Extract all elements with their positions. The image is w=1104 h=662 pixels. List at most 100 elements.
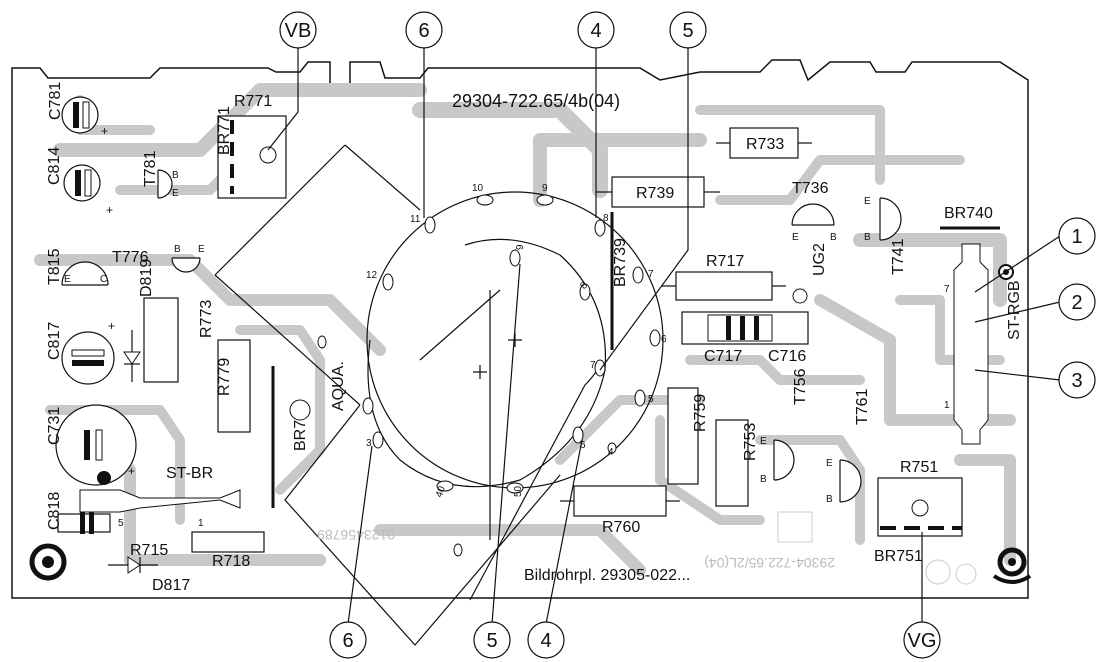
svg-text:B: B <box>760 474 767 485</box>
c814-label: C814 <box>46 147 63 185</box>
t736-transistor: E B <box>791 203 837 243</box>
t756-label: T756 <box>792 368 809 405</box>
t741-transistor: B E <box>864 196 902 243</box>
c818-capacitor <box>57 512 111 534</box>
svg-text:E: E <box>172 188 179 199</box>
svg-text:E: E <box>760 436 767 447</box>
callouts-bottom: 6 5 4 VG <box>329 621 941 659</box>
r771-label: R771 <box>234 93 272 110</box>
digits-text: 0123456789 <box>317 527 395 543</box>
t815-transistor: E C <box>61 261 109 286</box>
socket-pin: 11 <box>410 214 421 225</box>
svg-text:+: + <box>128 464 135 478</box>
callout-vb: VB <box>279 11 317 49</box>
t741-label: T741 <box>890 238 907 275</box>
r760-label: R760 <box>602 519 640 536</box>
svg-text:B: B <box>864 232 871 243</box>
callouts-top: VB 6 4 5 <box>279 11 707 49</box>
d817-label: D817 <box>152 577 190 594</box>
svg-text:+: + <box>106 203 113 217</box>
r715-label: R715 <box>130 542 168 559</box>
callouts-right: 1 2 3 <box>1058 217 1096 399</box>
svg-text:+: + <box>108 319 115 333</box>
c817-label: C817 <box>46 322 63 360</box>
socket-pin: 6 <box>661 334 667 345</box>
svg-text:+: + <box>101 124 108 138</box>
t776-label: T776 <box>112 249 149 266</box>
st-rgb-connector: 7 1 <box>944 243 989 445</box>
callout-4-bottom: 4 <box>527 621 565 659</box>
svg-text:7: 7 <box>944 284 950 295</box>
r759-resistor <box>667 387 699 485</box>
callout-3: 3 <box>1058 361 1096 399</box>
r751-label: R751 <box>900 459 938 476</box>
r779-label: R779 <box>216 358 233 396</box>
c717-label: C717 <box>704 348 742 365</box>
footer-text: Bildrohrpl. 29305-022... <box>524 567 690 584</box>
r733-label: R733 <box>746 136 784 153</box>
svg-text:E: E <box>198 244 205 255</box>
ug2-label: UG2 <box>811 243 828 276</box>
callout-4-top: 4 <box>577 11 615 49</box>
callout-6-top: 6 <box>405 11 443 49</box>
part-number: 29304-722.65/4b(04) <box>452 91 620 111</box>
socket-pin: 9 <box>542 183 548 194</box>
svg-text:E: E <box>792 232 799 243</box>
aqua-label: AQUA. <box>330 361 347 411</box>
svg-text:B: B <box>830 232 837 243</box>
c716-label: C716 <box>768 348 806 365</box>
st-rgb-label: ST-RGB <box>1006 280 1023 340</box>
t776-transistor: B E <box>171 244 205 273</box>
br740-label: BR740 <box>944 205 993 222</box>
svg-text:E: E <box>64 274 71 285</box>
socket-pin: 12 <box>366 270 378 281</box>
socket-pin: 6 <box>580 440 586 451</box>
svg-text:5: 5 <box>486 630 497 652</box>
c814-capacitor: + <box>63 164 113 217</box>
svg-text:2: 2 <box>1071 292 1082 314</box>
t756-transistor: E B <box>760 436 795 485</box>
c731-capacitor: + <box>55 404 137 486</box>
r759-label: R759 <box>692 394 709 432</box>
svg-text:5: 5 <box>682 20 693 42</box>
br751-label: BR751 <box>874 548 923 565</box>
socket-pin: 10 <box>472 183 484 194</box>
socket-pin: 8 <box>603 213 609 224</box>
d817-diode <box>108 556 158 574</box>
socket-pin: 7 <box>590 360 596 371</box>
socket-pin: 40 <box>434 484 448 499</box>
callout-vg: VG <box>903 621 941 659</box>
svg-text:E: E <box>826 458 833 469</box>
svg-text:6: 6 <box>418 20 429 42</box>
t781-transistor: B E <box>157 169 179 199</box>
t781-label: T781 <box>142 150 159 187</box>
callout-leaders <box>267 48 1061 625</box>
st-br-connector: 5 1 <box>79 489 241 529</box>
socket-pin: 9 <box>515 244 526 250</box>
c717-c716-capacitors <box>681 311 809 345</box>
d819-label: D819 <box>138 259 155 297</box>
r739-label: R739 <box>636 185 674 202</box>
t761-label: T761 <box>854 388 871 425</box>
mirror-text: 29304-722.65/2L(04) <box>704 555 835 571</box>
svg-text:B: B <box>826 494 833 505</box>
svg-text:4: 4 <box>590 20 601 42</box>
svg-text:VB: VB <box>285 20 312 42</box>
r718-resistor <box>191 531 265 553</box>
r717-resistor <box>675 271 773 301</box>
callout-5-bottom: 5 <box>473 621 511 659</box>
r773-label: R773 <box>198 300 215 338</box>
socket-pin: 7 <box>648 269 654 280</box>
c731-label: C731 <box>46 407 63 445</box>
svg-text:C: C <box>100 274 107 285</box>
crt-socket <box>214 144 664 646</box>
t736-label: T736 <box>792 180 829 197</box>
ground-ring-right <box>992 547 1032 584</box>
svg-text:B: B <box>172 170 179 181</box>
r779-resistor <box>217 339 251 433</box>
svg-text:3: 3 <box>1071 370 1082 392</box>
socket-pin: 4 <box>608 447 614 458</box>
socket-pin: 50 <box>513 485 524 497</box>
callout-6-bottom: 6 <box>329 621 367 659</box>
